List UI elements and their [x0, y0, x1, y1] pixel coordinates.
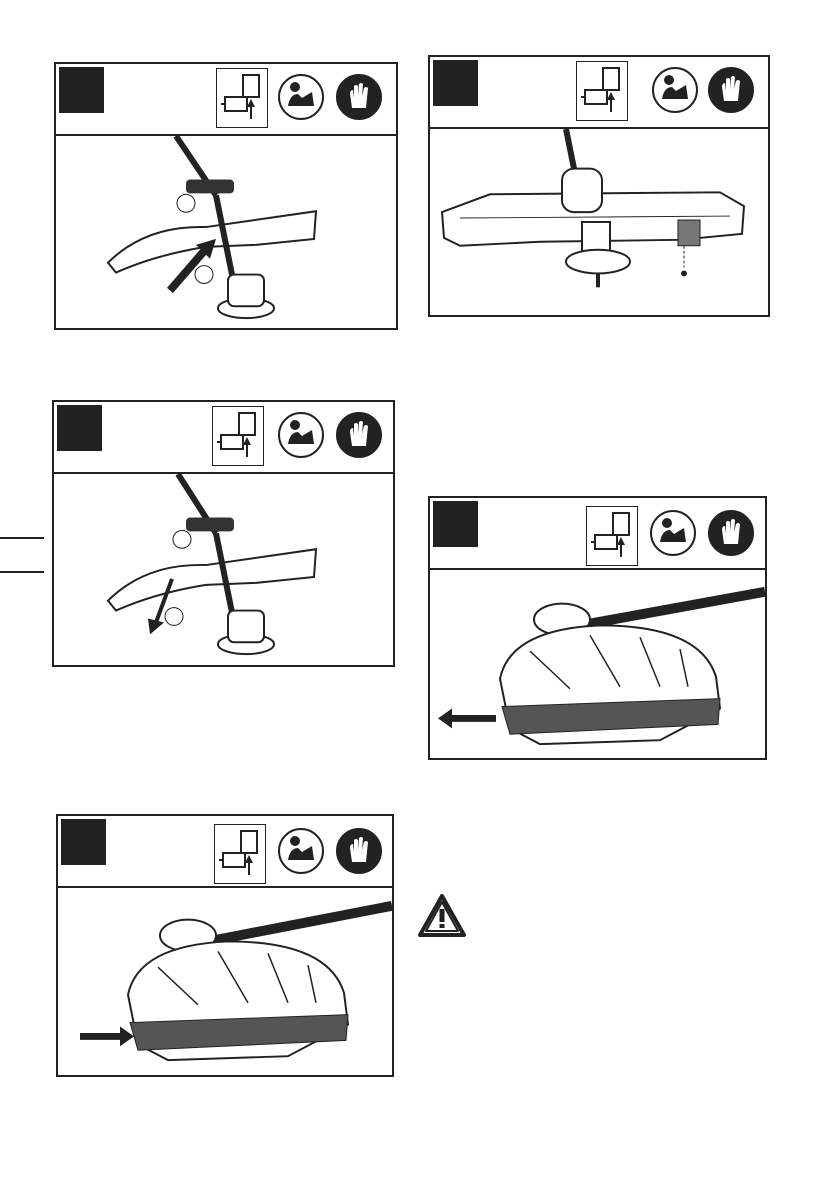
- margin-mark-bottom: [0, 571, 44, 573]
- gloves-icon: [708, 510, 754, 556]
- read-manual-icon: [278, 412, 324, 458]
- instruction-panel-1: [54, 62, 398, 330]
- gloves-icon: [336, 412, 382, 458]
- instruction-panel-2: [428, 55, 770, 317]
- panel-header: [54, 402, 393, 474]
- warning-triangle-icon: [417, 893, 467, 939]
- panel-header: [430, 498, 765, 570]
- read-manual-icon: [278, 74, 324, 120]
- step-number-box: [59, 67, 104, 113]
- instruction-panel-4: [428, 496, 767, 760]
- guard-blade-screw-illustration: [430, 129, 768, 315]
- tool-diagram-icon: [576, 61, 628, 121]
- step-number-box: [433, 60, 478, 106]
- step-number-box: [57, 405, 102, 451]
- guard-detach-pull-illustration: [54, 474, 393, 665]
- guard-slide-right-illustration: [58, 888, 392, 1075]
- step-number-box: [433, 501, 478, 547]
- panel-header: [430, 57, 768, 129]
- read-manual-icon: [278, 828, 324, 874]
- tool-diagram-icon: [214, 824, 266, 884]
- tool-diagram-icon: [216, 68, 268, 128]
- panel-header: [58, 816, 392, 888]
- read-manual-icon: [652, 67, 698, 113]
- read-manual-icon: [650, 510, 696, 556]
- tool-diagram-icon: [212, 406, 264, 466]
- panel-header: [56, 64, 396, 136]
- margin-mark-top: [0, 537, 44, 539]
- guard-attach-push-illustration: [56, 136, 396, 328]
- instruction-panel-5: [56, 814, 394, 1077]
- gloves-icon: [336, 828, 382, 874]
- tool-diagram-icon: [586, 506, 638, 566]
- gloves-icon: [708, 67, 754, 113]
- instruction-panel-3: [52, 400, 395, 667]
- step-number-box: [61, 819, 106, 865]
- guard-slide-left-illustration: [430, 570, 765, 758]
- gloves-icon: [336, 74, 382, 120]
